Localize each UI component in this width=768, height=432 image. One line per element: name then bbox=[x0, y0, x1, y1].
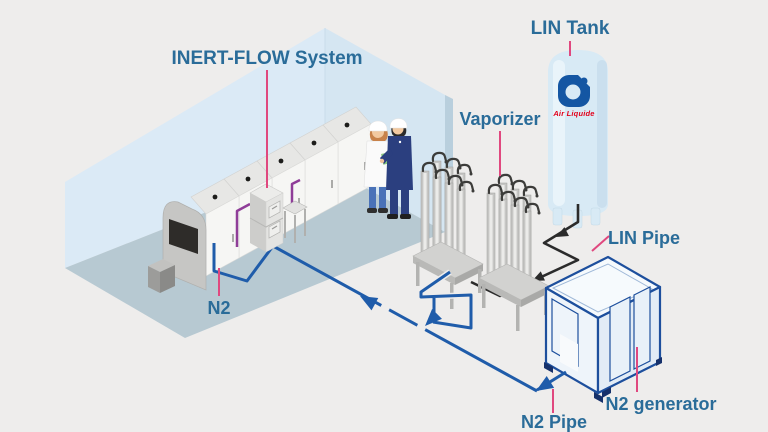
tank-leg bbox=[552, 207, 563, 226]
helmet bbox=[368, 120, 388, 132]
furnace-window bbox=[169, 219, 198, 254]
label-lin-pipe: LIN Pipe bbox=[608, 228, 680, 248]
annotation-lines bbox=[218, 41, 638, 413]
floor bbox=[65, 165, 445, 338]
generator-panel bbox=[560, 334, 578, 372]
n2-pipe-main bbox=[212, 243, 538, 393]
n2-pipe-outlet bbox=[532, 370, 567, 397]
annotation-lin-pipe bbox=[591, 235, 610, 252]
helmet bbox=[389, 118, 408, 129]
generator-door bbox=[609, 296, 631, 382]
lin-pipe bbox=[470, 204, 580, 298]
furnace-line bbox=[148, 106, 372, 293]
tank-leg bbox=[590, 207, 601, 226]
label-vaporizer: Vaporizer bbox=[459, 109, 540, 129]
lin-tank: Air Liquide bbox=[548, 50, 608, 229]
n2-generator bbox=[544, 255, 662, 403]
label-n2-generator: N2 generator bbox=[605, 394, 716, 414]
wall-left bbox=[65, 28, 325, 268]
generator-feet bbox=[544, 357, 662, 403]
work-table bbox=[282, 200, 308, 243]
inert-flow-cabinet bbox=[249, 183, 284, 253]
air-liquide-logo-icon bbox=[558, 75, 590, 107]
label-inert-flow-system: INERT-FLOW System bbox=[171, 48, 362, 69]
furnace-mouth bbox=[148, 201, 207, 293]
worker-operator bbox=[379, 118, 413, 219]
label-lin-tank: LIN Tank bbox=[531, 18, 610, 39]
label-n2-pipe: N2 Pipe bbox=[521, 412, 587, 432]
label-n2: N2 bbox=[207, 298, 230, 318]
air-liquide-brand-text: Air Liquide bbox=[552, 109, 594, 118]
n2-pipe-vaporizer-loop bbox=[418, 269, 474, 332]
